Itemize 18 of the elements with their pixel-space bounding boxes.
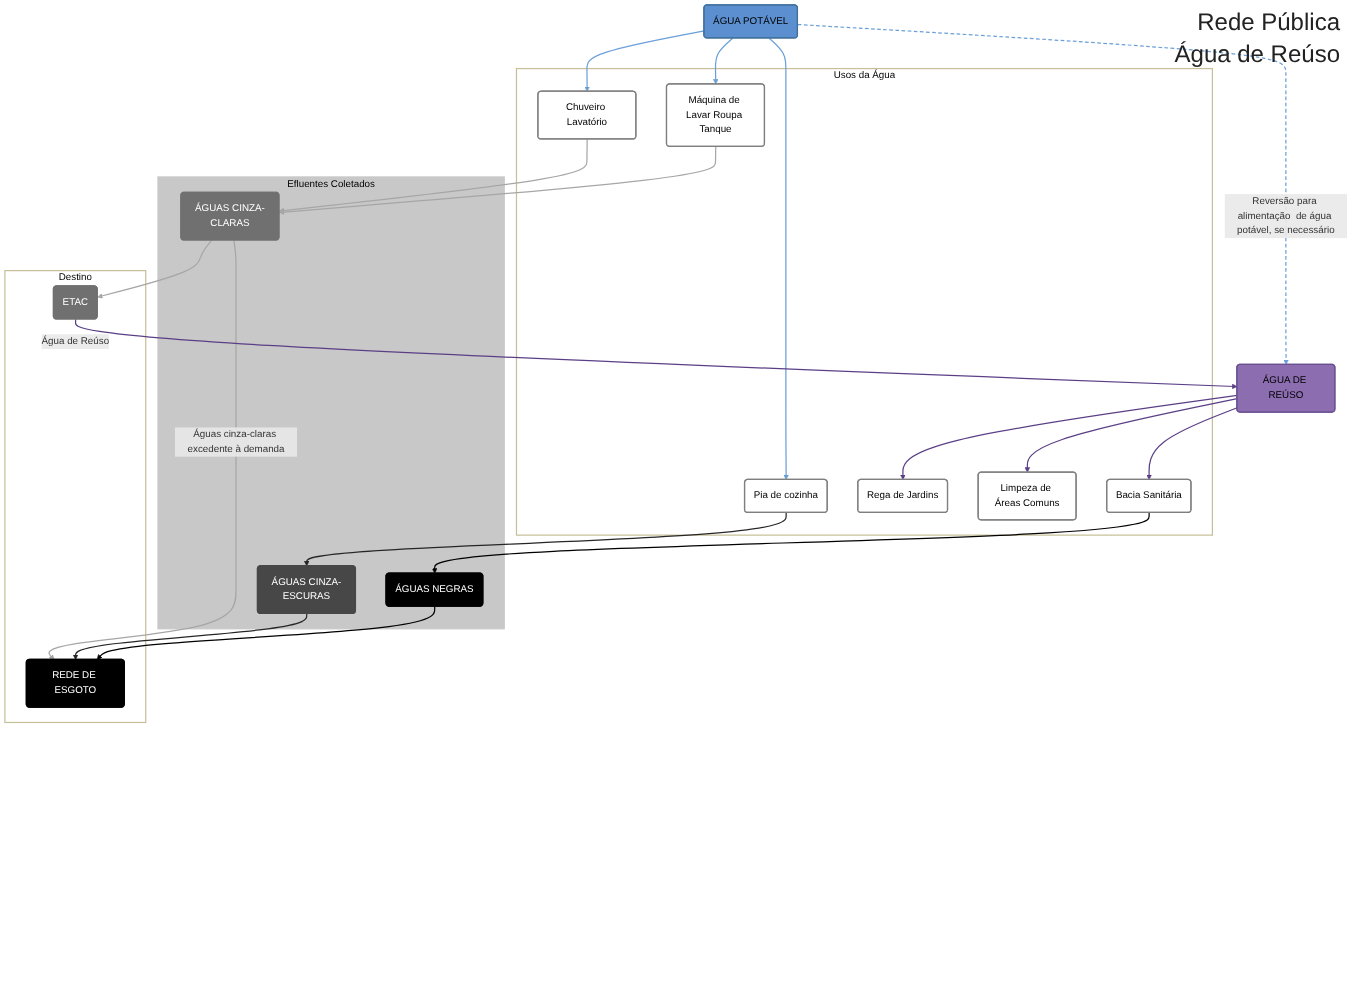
arrow	[72, 613, 308, 660]
arrow	[797, 23, 1289, 365]
arrow	[1024, 398, 1238, 473]
note-text: Rede Pública	[1195, 8, 1340, 36]
arrow	[278, 146, 717, 215]
arrow	[431, 512, 1150, 574]
arrow	[97, 239, 213, 299]
arrow	[48, 239, 237, 660]
arrow	[96, 605, 436, 660]
arrow	[768, 37, 789, 480]
arrow	[303, 512, 787, 567]
arrow	[74, 318, 1238, 390]
arrow	[713, 37, 734, 85]
note-text: Água de Reúso	[1174, 40, 1340, 68]
arrow	[278, 138, 588, 214]
arrow	[900, 394, 1238, 480]
arrow	[584, 30, 705, 92]
arrow	[1146, 407, 1238, 480]
